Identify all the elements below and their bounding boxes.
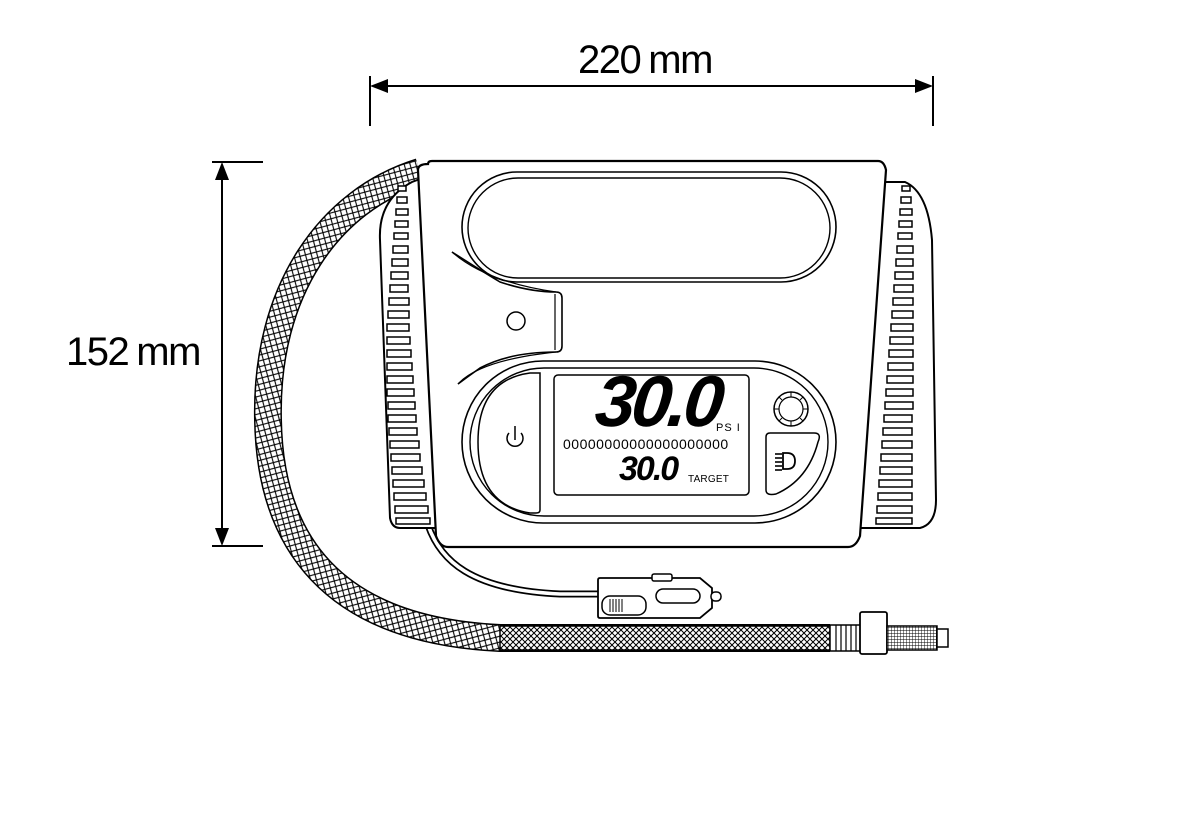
headlight-icon [775, 452, 796, 471]
current-pressure-readout: 30.0 [591, 362, 725, 442]
target-label: TARGET [688, 474, 730, 485]
car-plug [597, 573, 722, 619]
pressure-bar-graph: 00000000000000000000 [563, 436, 729, 452]
power-icon [506, 426, 524, 448]
device-body [416, 159, 888, 549]
pressure-unit-label: PS I [716, 422, 741, 434]
indicator-led [506, 311, 526, 331]
width-value: 220 [578, 38, 642, 82]
dial-knob-icon[interactable] [773, 391, 809, 427]
lcd-screen [553, 374, 750, 496]
height-value: 152 [66, 330, 130, 374]
height-unit: mm [136, 330, 201, 374]
braided-air-hose [253, 158, 949, 655]
width-dimension [369, 76, 934, 126]
power-cord [424, 523, 600, 598]
height-dimension [212, 161, 263, 547]
width-unit: mm [648, 38, 713, 82]
target-pressure-readout: 30.0 [619, 450, 679, 488]
